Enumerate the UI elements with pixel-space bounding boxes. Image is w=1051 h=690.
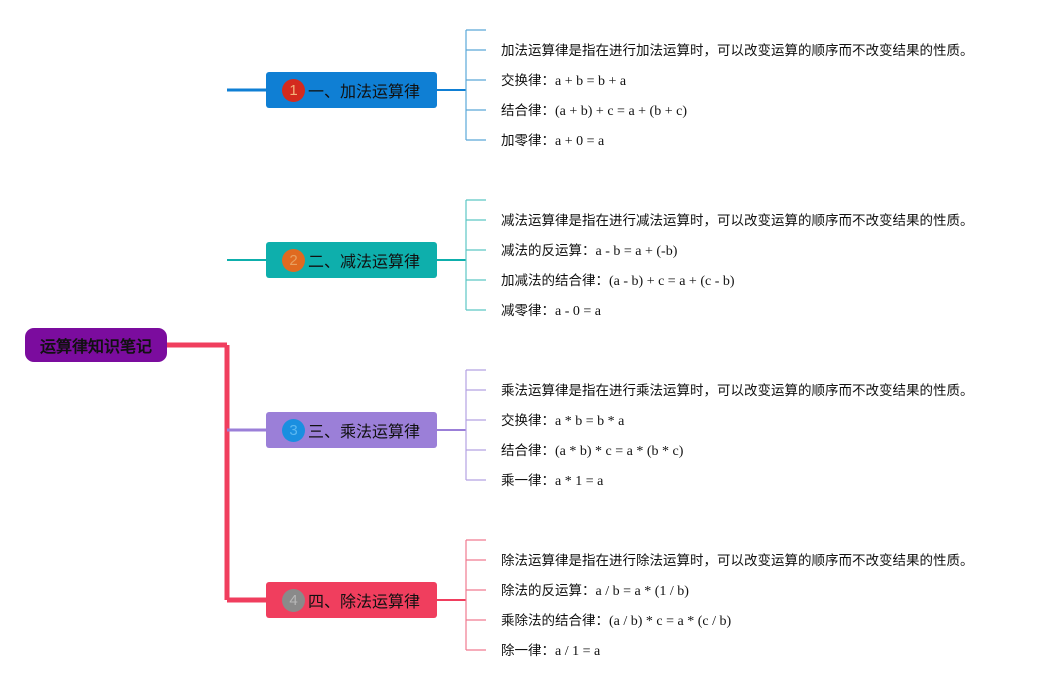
leaf-definition[interactable]: 乘法运算律是指在进行乘法运算时，可以改变运算的顺序而不改变结果的性质。 bbox=[501, 382, 974, 401]
leaf-label: 乘一律： bbox=[501, 473, 555, 489]
leaf-label: 除法的反运算： bbox=[501, 583, 596, 599]
leaf-definition[interactable]: 加法运算律是指在进行加法运算时，可以改变运算的顺序而不改变结果的性质。 bbox=[501, 42, 974, 61]
branch-division[interactable]: 4 四、除法运算律 bbox=[266, 582, 437, 618]
leaf-value: (a * b) * c = a * (b * c) bbox=[555, 444, 684, 459]
leaf-commutative[interactable]: 交换律：a + b = b + a bbox=[501, 72, 626, 91]
leaf-value: a / b = a * (1 / b) bbox=[595, 584, 689, 599]
leaf-identity[interactable]: 除一律：a / 1 = a bbox=[501, 642, 600, 661]
leaf-label: 加零律： bbox=[501, 133, 555, 149]
leaf-label: 交换律： bbox=[501, 413, 555, 429]
leaf-label: 加减法的结合律： bbox=[501, 273, 609, 289]
branch-title: 四、除法运算律 bbox=[308, 592, 421, 611]
leaf-label: 加法运算律是指在进行加法运算时，可以改变运算的顺序而不改变结果的性质。 bbox=[501, 43, 974, 59]
leaf-label: 乘除法的结合律： bbox=[501, 613, 609, 629]
leaf-identity[interactable]: 乘一律：a * 1 = a bbox=[501, 472, 603, 491]
number-badge-icon: 1 bbox=[282, 78, 305, 102]
leaf-associative[interactable]: 乘除法的结合律：(a / b) * c = a * (c / b) bbox=[501, 612, 731, 631]
leaf-label: 结合律： bbox=[501, 103, 555, 119]
branch-addition[interactable]: 1 一、加法运算律 bbox=[266, 72, 437, 108]
leaf-definition[interactable]: 减法运算律是指在进行减法运算时，可以改变运算的顺序而不改变结果的性质。 bbox=[501, 212, 974, 231]
number-badge-icon: 2 bbox=[282, 248, 305, 272]
leaf-label: 乘法运算律是指在进行乘法运算时，可以改变运算的顺序而不改变结果的性质。 bbox=[501, 383, 974, 399]
leaf-value: a + 0 = a bbox=[555, 134, 605, 149]
leaf-label: 交换律： bbox=[501, 73, 555, 89]
root-label: 运算律知识笔记 bbox=[39, 337, 152, 356]
branch-multiplication[interactable]: 3 三、乘法运算律 bbox=[266, 412, 437, 448]
leaf-value: a * b = b * a bbox=[555, 414, 625, 429]
leaf-associative[interactable]: 加减法的结合律：(a - b) + c = a + (c - b) bbox=[501, 272, 735, 291]
leaf-label: 减法的反运算： bbox=[501, 243, 596, 259]
leaf-value: a - b = a + (-b) bbox=[595, 244, 678, 259]
leaf-label: 减零律： bbox=[501, 303, 555, 319]
branch-title: 二、减法运算律 bbox=[308, 252, 421, 271]
leaf-inverse[interactable]: 减法的反运算：a - b = a + (-b) bbox=[501, 242, 677, 261]
leaf-associative[interactable]: 结合律：(a * b) * c = a * (b * c) bbox=[501, 442, 683, 461]
leaf-value: (a / b) * c = a * (c / b) bbox=[609, 614, 732, 629]
root-node[interactable]: 运算律知识笔记 bbox=[25, 328, 167, 362]
leaf-identity[interactable]: 减零律：a - 0 = a bbox=[501, 302, 601, 321]
branch-subtraction[interactable]: 2 二、减法运算律 bbox=[266, 242, 437, 278]
leaf-label: 除法运算律是指在进行除法运算时，可以改变运算的顺序而不改变结果的性质。 bbox=[501, 553, 974, 569]
leaf-label: 除一律： bbox=[501, 643, 555, 659]
leaf-inverse[interactable]: 除法的反运算：a / b = a * (1 / b) bbox=[501, 582, 689, 601]
number-badge-icon: 4 bbox=[282, 588, 305, 612]
leaf-value: a - 0 = a bbox=[555, 304, 601, 319]
leaf-value: a / 1 = a bbox=[555, 644, 601, 659]
leaf-value: a + b = b + a bbox=[555, 74, 627, 89]
leaf-commutative[interactable]: 交换律：a * b = b * a bbox=[501, 412, 624, 431]
leaf-value: (a - b) + c = a + (c - b) bbox=[609, 274, 735, 289]
leaf-identity[interactable]: 加零律：a + 0 = a bbox=[501, 132, 604, 151]
leaf-associative[interactable]: 结合律：(a + b) + c = a + (b + c) bbox=[501, 102, 687, 121]
leaf-label: 减法运算律是指在进行减法运算时，可以改变运算的顺序而不改变结果的性质。 bbox=[501, 213, 974, 229]
leaf-label: 结合律： bbox=[501, 443, 555, 459]
leaf-value: (a + b) + c = a + (b + c) bbox=[555, 104, 687, 119]
branch-title: 三、乘法运算律 bbox=[308, 422, 421, 441]
leaf-value: a * 1 = a bbox=[555, 474, 604, 489]
number-badge-icon: 3 bbox=[282, 418, 305, 442]
leaf-definition[interactable]: 除法运算律是指在进行除法运算时，可以改变运算的顺序而不改变结果的性质。 bbox=[501, 552, 974, 571]
branch-title: 一、加法运算律 bbox=[308, 82, 421, 101]
